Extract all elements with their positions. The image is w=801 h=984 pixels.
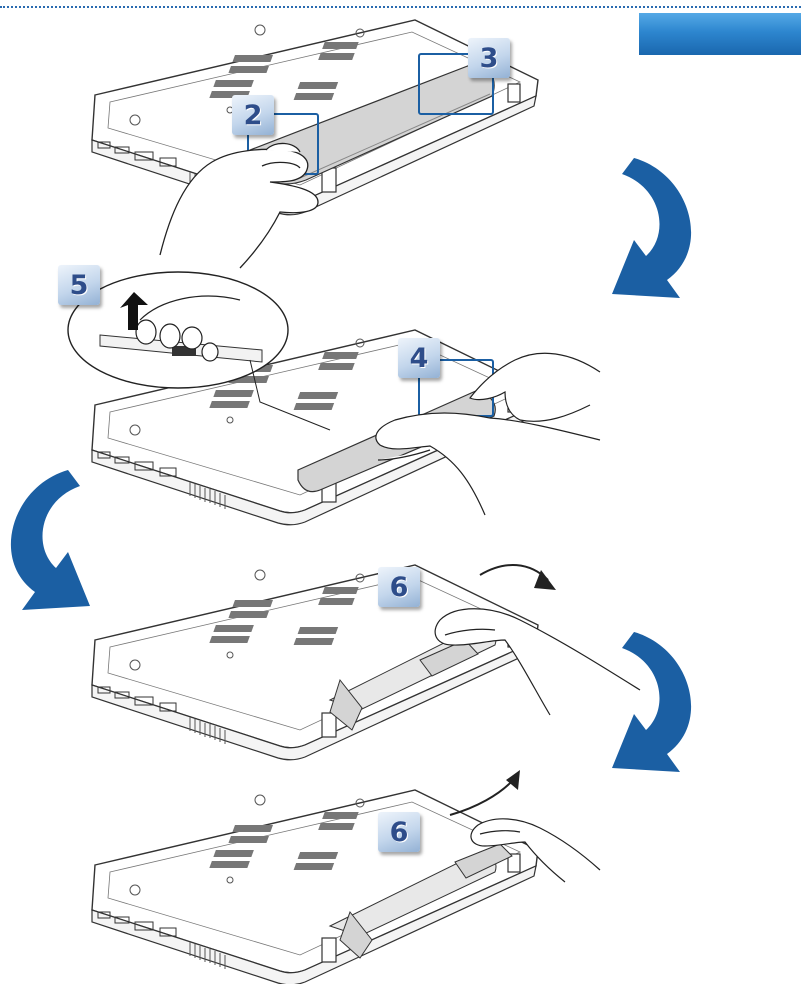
step-badge-6: 6 — [378, 812, 420, 852]
step-badge-3: 3 — [468, 38, 510, 78]
rotate-arrow-icon — [10, 470, 90, 610]
laptop-scene-1 — [91, 19, 539, 269]
rotate-arrow-icon — [612, 632, 692, 772]
chapter-tab — [639, 13, 801, 55]
laptop-scene-3 — [91, 563, 641, 761]
rotate-arrow-icon — [612, 158, 692, 298]
laptop-scene-2 — [67, 271, 601, 526]
step-badge-4: 4 — [398, 338, 440, 378]
step-badge-2: 2 — [232, 95, 274, 135]
header-dotted-rule — [0, 6, 801, 8]
step-badge-5: 5 — [58, 265, 100, 305]
step-badge-6: 6 — [378, 567, 420, 607]
laptop-scene-4 — [91, 770, 601, 984]
